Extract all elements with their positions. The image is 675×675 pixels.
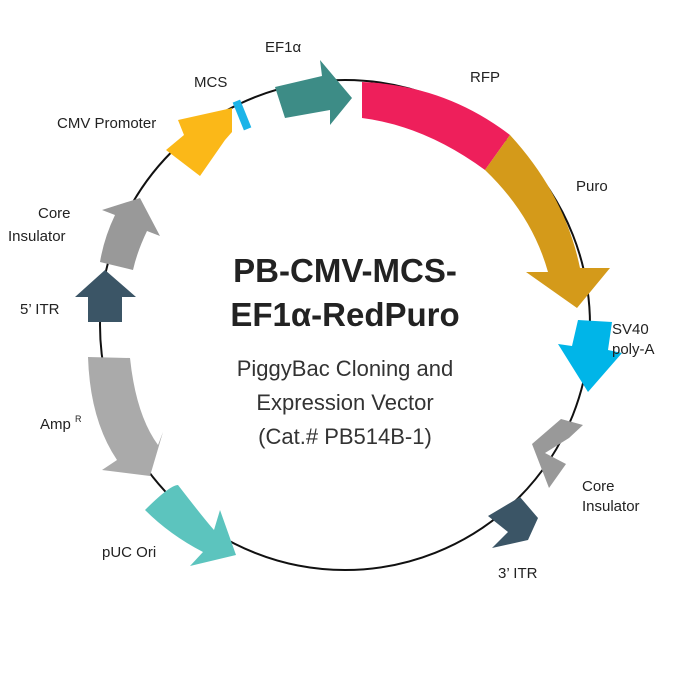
label-core-insulator-left: Core Insulator	[8, 205, 75, 245]
label-ampr-main: Amp	[40, 416, 71, 433]
label-rfp: RFP	[470, 69, 500, 86]
feature-arrow-puro	[485, 135, 610, 308]
feature-arrow-ampr	[88, 357, 163, 476]
label-puro: Puro	[576, 178, 608, 195]
subtitle-line-2: Expression Vector	[256, 390, 433, 415]
feature-arrow-ef1a	[275, 60, 352, 125]
title-line-1: PB-CMV-MCS-	[233, 252, 457, 289]
feature-arrow-sv40	[558, 320, 622, 392]
label-cmv: CMV Promoter	[57, 115, 156, 132]
label-itr-5: 5’ ITR	[20, 301, 60, 318]
label-core-insulator-right-line2: Insulator	[582, 498, 640, 515]
label-mcs: MCS	[194, 74, 227, 91]
subtitle-line-3: (Cat.# PB514B-1)	[258, 424, 432, 449]
subtitle-line-1: PiggyBac Cloning and	[237, 356, 453, 381]
feature-arrow-puc-ori	[145, 485, 236, 566]
feature-arc-rfp	[362, 82, 510, 170]
label-sv40-line1: SV40	[612, 321, 649, 338]
label-ef1a: EF1α	[265, 39, 302, 56]
label-core-insulator-right: Core Insulator	[582, 478, 640, 515]
label-core-insulator-left-line2: Insulator	[8, 228, 66, 245]
title-line-2: EF1α-RedPuro	[230, 296, 459, 333]
feature-arrow-itr-3	[488, 497, 538, 548]
label-core-insulator-right-line1: Core	[582, 478, 615, 495]
label-ampr-sup: R	[75, 414, 82, 424]
label-ampr: Amp R	[40, 414, 82, 433]
feature-arrow-cmv	[166, 108, 232, 176]
label-puc-ori: pUC Ori	[102, 544, 156, 561]
feature-arrow-itr-5	[75, 270, 136, 322]
label-sv40-line2: poly-A	[612, 341, 655, 358]
label-sv40: SV40 poly-A	[612, 321, 655, 358]
feature-arrow-core-insulator-right	[532, 419, 583, 488]
label-itr-3: 3’ ITR	[498, 565, 538, 582]
feature-mcs	[232, 99, 252, 131]
feature-arrow-core-insulator-left	[100, 198, 160, 270]
label-core-insulator-left-line1: Core	[38, 205, 71, 222]
